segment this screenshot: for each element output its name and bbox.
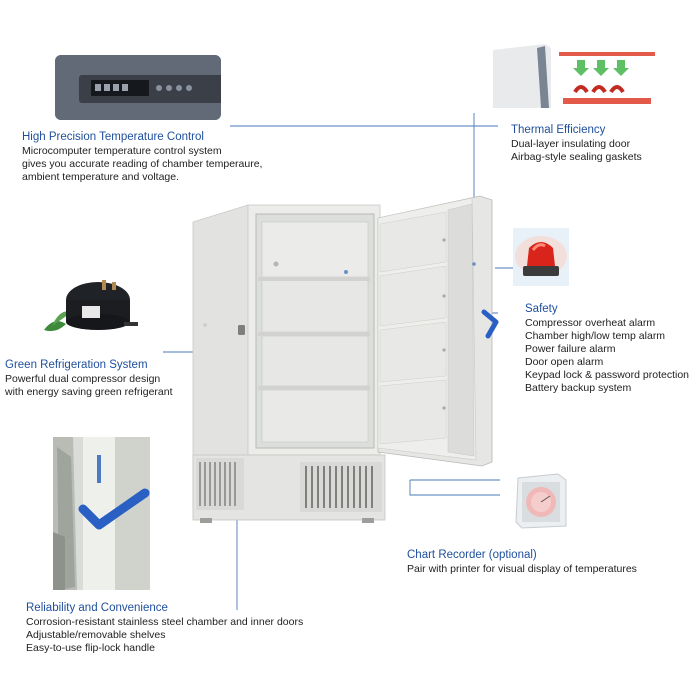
feature-line: Compressor overheat alarm — [525, 317, 656, 329]
feature-line: Powerful dual compressor design — [5, 373, 161, 385]
chart-recorder-icon — [512, 472, 570, 530]
feature-line: Pair with printer for visual display of … — [407, 563, 637, 575]
feature-temp-control: High Precision Temperature Control Micro… — [22, 130, 262, 184]
compressor-icon — [42, 276, 142, 336]
feature-line: Adjustable/removable shelves — [26, 629, 166, 641]
feature-line: Keypad lock & password protection — [525, 369, 690, 381]
feature-reliability: Reliability and Convenience Corrosion-re… — [26, 601, 303, 655]
feature-line: Microcomputer temperature control system — [22, 145, 222, 157]
feature-title: Reliability and Convenience — [26, 602, 168, 614]
feature-line: Door open alarm — [525, 356, 604, 368]
feature-line: Airbag-style sealing gaskets — [511, 151, 642, 163]
feature-line: ambient temperature and voltage. — [22, 171, 180, 183]
handle-highlight — [481, 309, 499, 339]
feature-line: Corrosion-resistant stainless steel cham… — [26, 616, 304, 628]
feature-line: Easy-to-use flip-lock handle — [26, 642, 155, 654]
feature-thermal: Thermal Efficiency Dual-layer insulating… — [511, 123, 642, 164]
flip-lock-handle-icon — [53, 437, 150, 590]
feature-line: gives you accurate reading of chamber te… — [22, 158, 263, 170]
alarm-beacon-icon — [513, 228, 569, 286]
feature-line: Power failure alarm — [525, 343, 616, 355]
door-gasket-icon — [493, 44, 658, 108]
control-panel-icon — [55, 55, 221, 120]
feature-line: Battery backup system — [525, 382, 632, 394]
feature-line: with energy saving green refrigerant — [5, 386, 173, 398]
feature-green: Green Refrigeration System Powerful dual… — [5, 358, 173, 399]
feature-title: Chart Recorder (optional) — [407, 549, 537, 561]
freezer-illustration — [192, 195, 499, 523]
feature-chart-recorder: Chart Recorder (optional) Pair with prin… — [407, 548, 637, 576]
feature-title: Safety — [525, 303, 558, 315]
feature-safety: Safety Compressor overheat alarm Chamber… — [525, 302, 689, 395]
feature-title: Green Refrigeration System — [5, 359, 148, 371]
feature-line: Chamber high/low temp alarm — [525, 330, 666, 342]
feature-title: High Precision Temperature Control — [22, 131, 204, 143]
leader-chart — [409, 479, 500, 496]
feature-line: Dual-layer insulating door — [511, 138, 631, 150]
feature-title: Thermal Efficiency — [511, 124, 606, 136]
